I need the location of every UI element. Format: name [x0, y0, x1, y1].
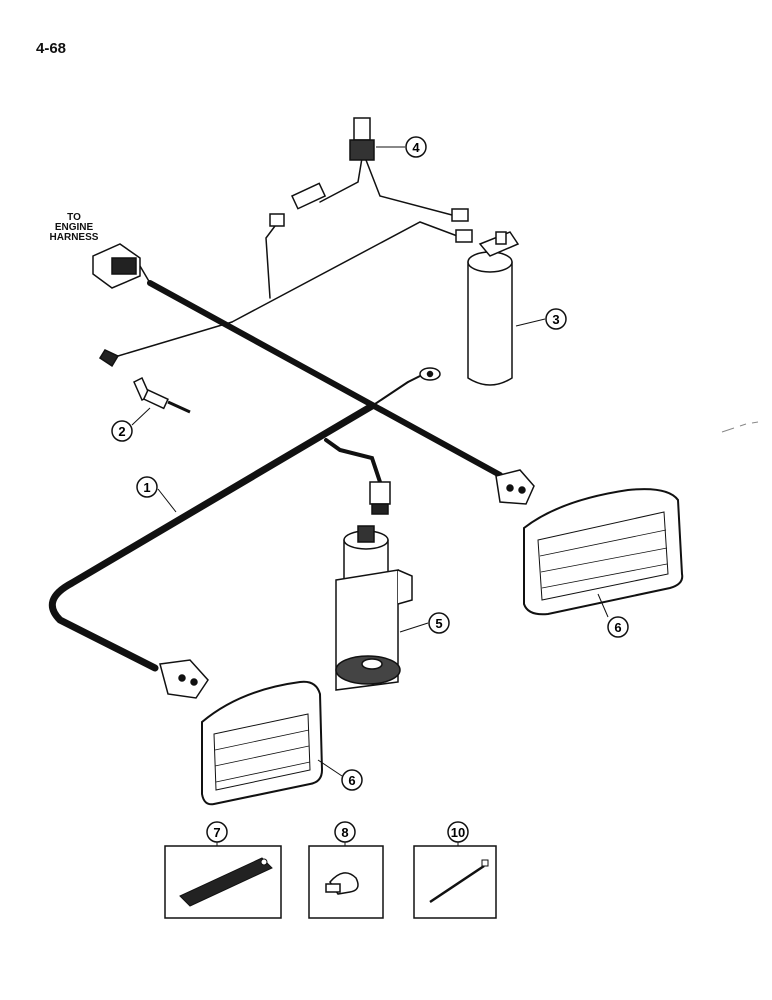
part-box-10: 10: [413, 821, 497, 919]
svg-text:1: 1: [143, 480, 150, 495]
pressure-switch: [269, 117, 473, 243]
right-headlight-connector: [495, 469, 535, 505]
engine-harness-connector: [92, 243, 151, 289]
page-number: 4-68: [36, 40, 67, 57]
callout-1: 1: [136, 476, 158, 498]
svg-text:2: 2: [118, 424, 125, 439]
svg-text:5: 5: [435, 616, 442, 631]
callout-6-left: 6: [341, 769, 363, 791]
callout-6-right: 6: [607, 616, 629, 638]
callout-3: 3: [545, 308, 567, 330]
left-headlight: [201, 680, 324, 806]
solenoid-connector: [369, 481, 391, 515]
svg-text:7: 7: [213, 825, 220, 840]
svg-text:10: 10: [451, 825, 465, 840]
callout-2: 2: [111, 420, 133, 442]
engine-harness-label: TO ENGINE HARNESS: [46, 213, 102, 243]
receiver-dryer: [467, 231, 520, 386]
svg-text:8: 8: [341, 825, 348, 840]
leader-lines: [131, 146, 609, 777]
svg-text:6: 6: [614, 620, 621, 635]
left-headlight-connector: [159, 659, 209, 699]
ground-terminal: [407, 367, 441, 383]
harness-label-line-2: ENGINE: [54, 222, 94, 233]
part-box-8: 8: [308, 821, 384, 919]
harness-label-line-1: TO: [67, 212, 81, 223]
harness-label-line-3: HARNESS: [49, 232, 99, 243]
part-box-7: 7: [164, 821, 282, 919]
stray-mark: [721, 421, 759, 433]
callout-5: 5: [428, 612, 450, 634]
svg-text:4: 4: [412, 140, 420, 155]
right-headlight: [523, 488, 684, 616]
svg-text:6: 6: [348, 773, 355, 788]
svg-text:3: 3: [552, 312, 559, 327]
solenoid-assembly: [335, 525, 413, 691]
main-harness: [48, 157, 503, 672]
temperature-sender: [98, 349, 191, 414]
callout-4: 4: [405, 136, 427, 158]
